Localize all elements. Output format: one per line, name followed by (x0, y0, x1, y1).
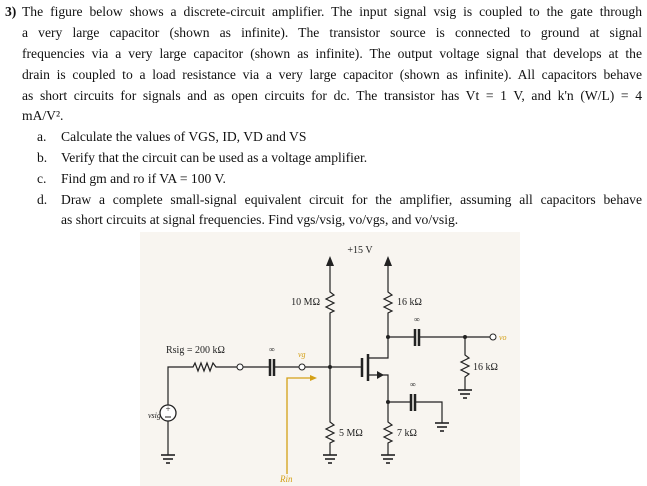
part-label: d. (37, 192, 48, 207)
part-label: a. (37, 129, 47, 144)
r-load-label: 16 kΩ (473, 362, 498, 373)
capacitor-icon (268, 329, 421, 411)
r-source-label: 7 kΩ (397, 428, 417, 439)
part-label: b. (37, 150, 48, 165)
terminal-icon (298, 363, 306, 371)
r-sig-label: Rsig = 200 kΩ (166, 345, 225, 356)
source-arrow-icon (377, 371, 384, 379)
terminal-icon (236, 363, 244, 371)
problem-line: as short circuits for signals and as ope… (22, 88, 642, 103)
cap-label: ∞ (410, 380, 416, 389)
supply-arrow-icon (326, 256, 334, 266)
part-d-text: Draw a complete small-signal equivalent … (61, 192, 642, 207)
supply-label: +15 V (347, 245, 373, 256)
rin-arrow-icon (286, 375, 317, 474)
part-a-text: Calculate the values of VGS, ID, VD and … (61, 129, 307, 144)
mosfet-icon (360, 354, 370, 381)
problem-line: a very large capacitor (shown as infinit… (22, 25, 642, 40)
cap-label: ∞ (414, 315, 420, 324)
problem-number: 3) (5, 4, 17, 19)
part-d-text-cont: as short circuits at signal frequencies.… (61, 212, 459, 227)
v-out-label: vo (499, 333, 507, 342)
svg-text:+: + (165, 404, 170, 414)
problem-line: drain is coupled to a load resistance vi… (22, 67, 642, 82)
problem-line: mA/V². (22, 108, 64, 123)
voltage-source-icon: + (159, 404, 177, 422)
r-gate-top-label: 10 MΩ (291, 297, 320, 308)
supply-arrow-icon (384, 256, 392, 266)
cap-label: ∞ (269, 345, 275, 354)
part-c-text: Find gm and ro if VA = 100 V. (61, 171, 226, 186)
part-label: c. (37, 171, 47, 186)
part-b-text: Verify that the circuit can be used as a… (61, 150, 368, 165)
v-gate-label: vg (298, 350, 306, 359)
problem-line: frequencies via a very large capacitor (… (22, 46, 642, 61)
r-gate-bottom-label: 5 MΩ (339, 428, 363, 439)
v-sig-label: vsig (148, 411, 161, 420)
r-in-label: Rin (279, 474, 293, 484)
r-drain-label: 16 kΩ (397, 297, 422, 308)
ground-icon (161, 389, 472, 464)
terminal-icon (489, 333, 497, 341)
problem-line: The figure below shows a discrete-circui… (22, 4, 642, 19)
